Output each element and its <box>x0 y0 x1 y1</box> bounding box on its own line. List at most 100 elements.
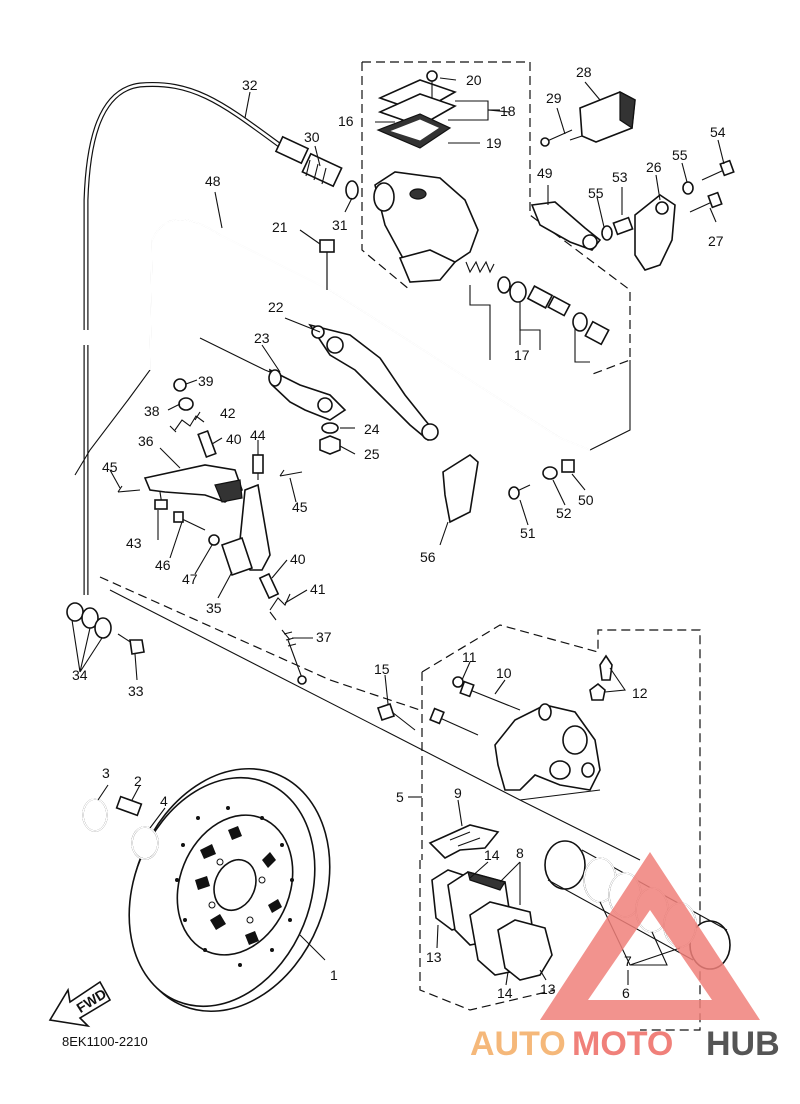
callout-8: 8 <box>516 845 524 861</box>
cable-end-34 <box>66 602 112 639</box>
callout-14a: 14 <box>484 847 500 863</box>
callout-37: 37 <box>316 629 332 645</box>
callout-17: 17 <box>514 347 530 363</box>
callout-55a: 55 <box>588 185 604 201</box>
callout-31: 31 <box>332 217 348 233</box>
callout-49: 49 <box>537 165 553 181</box>
callout-46: 46 <box>155 557 171 573</box>
nut-39 <box>173 378 187 392</box>
master-cylinder-group-outline <box>361 61 631 376</box>
bolt-46 <box>173 511 206 531</box>
callout-16: 16 <box>338 113 354 129</box>
callout-54: 54 <box>710 124 726 140</box>
callout-24: 24 <box>364 421 380 437</box>
parking-lever-23 <box>199 337 347 421</box>
brake-pads-outline <box>419 860 556 1011</box>
callout-35: 35 <box>206 600 222 616</box>
callout-leaders <box>71 77 725 986</box>
callout-52: 52 <box>556 505 572 521</box>
callout-50: 50 <box>578 492 594 508</box>
watermark-text-auto: AUTO <box>470 1025 566 1063</box>
callout-40a: 40 <box>226 431 242 447</box>
assembly-link-cable-to-caliper <box>589 360 631 451</box>
watermark-text-moto: MOTO <box>572 1025 673 1063</box>
watermark-text-hub: HUB <box>706 1025 780 1063</box>
callout-43: 43 <box>126 535 142 551</box>
diaphragm-19 <box>376 113 452 149</box>
nut-25 <box>319 435 341 455</box>
rod-37 <box>281 629 307 685</box>
pad-spring-9 <box>428 824 500 859</box>
bolt-27 <box>689 191 723 213</box>
cable-48 <box>74 218 591 476</box>
callout-51: 51 <box>520 525 536 541</box>
diagram-code: 8EK1100-2210 <box>62 1034 148 1049</box>
bracket-56 <box>442 454 479 524</box>
collar-4 <box>131 826 159 860</box>
bracket-26 <box>634 194 676 271</box>
leader-22 <box>284 317 321 333</box>
callout-30: 30 <box>304 129 320 145</box>
callout-55b: 55 <box>672 147 688 163</box>
collar-53 <box>612 216 634 236</box>
master-cylinder <box>373 171 479 283</box>
callout-7: 7 <box>624 953 632 969</box>
spring-42 <box>169 415 205 433</box>
callout-19: 19 <box>486 135 502 151</box>
bolt-15 <box>376 702 416 731</box>
callout-15: 15 <box>374 661 390 677</box>
callout-11: 11 <box>462 649 477 665</box>
collar-50 <box>561 459 575 473</box>
callout-21: 21 <box>272 219 288 235</box>
lever-49 <box>530 201 602 251</box>
linkage-line-a <box>99 576 421 711</box>
callout-12: 12 <box>632 685 648 701</box>
leader-21 <box>299 229 321 245</box>
callout-33: 33 <box>128 683 144 699</box>
callout-labels: 1 2 3 4 5 6 7 8 9 10 11 12 13 13 14 14 1… <box>72 64 726 1001</box>
pad-shim-14b <box>497 919 553 981</box>
caliper-5 <box>494 703 601 791</box>
callout-9: 9 <box>454 785 462 801</box>
watermark-logo: AUTO MOTO HUB <box>470 852 780 1063</box>
nut-38 <box>178 397 194 411</box>
assembly-link-piston-lines <box>469 285 590 363</box>
washer-55b <box>682 181 694 195</box>
callout-20: 20 <box>466 72 482 88</box>
cable-adjuster-30 <box>274 135 343 188</box>
callout-39: 39 <box>198 373 214 389</box>
key-2 <box>115 795 143 817</box>
bolt-10 <box>459 680 521 711</box>
cap-11 <box>452 676 464 688</box>
callout-36: 36 <box>138 433 154 449</box>
callout-53: 53 <box>612 169 628 185</box>
callout-3: 3 <box>102 765 110 781</box>
callout-22: 22 <box>268 299 284 315</box>
piston-kit-17 <box>465 260 610 346</box>
callout-38: 38 <box>144 403 160 419</box>
washer-24 <box>321 422 339 434</box>
bolt-21 <box>319 239 335 290</box>
bolt-pin-inner <box>429 707 479 736</box>
callout-32: 32 <box>242 77 258 93</box>
callout-10: 10 <box>496 665 512 681</box>
callout-34: 34 <box>72 667 88 683</box>
callout-56: 56 <box>420 549 436 565</box>
bolt-51 <box>508 484 531 500</box>
pin-44 <box>252 454 264 480</box>
cotter-pin-45b <box>279 469 303 477</box>
bolt-54 <box>701 159 735 181</box>
callout-14b: 14 <box>497 985 513 1001</box>
callout-13b: 13 <box>540 981 556 997</box>
callout-26: 26 <box>646 159 662 175</box>
washer-52 <box>542 466 558 480</box>
callout-5: 5 <box>396 789 404 805</box>
callout-1: 1 <box>330 967 338 983</box>
spring-41 <box>269 593 291 621</box>
callout-47: 47 <box>182 571 198 587</box>
callout-44: 44 <box>250 427 266 443</box>
callout-6: 6 <box>622 985 630 1001</box>
callout-23: 23 <box>254 330 270 346</box>
